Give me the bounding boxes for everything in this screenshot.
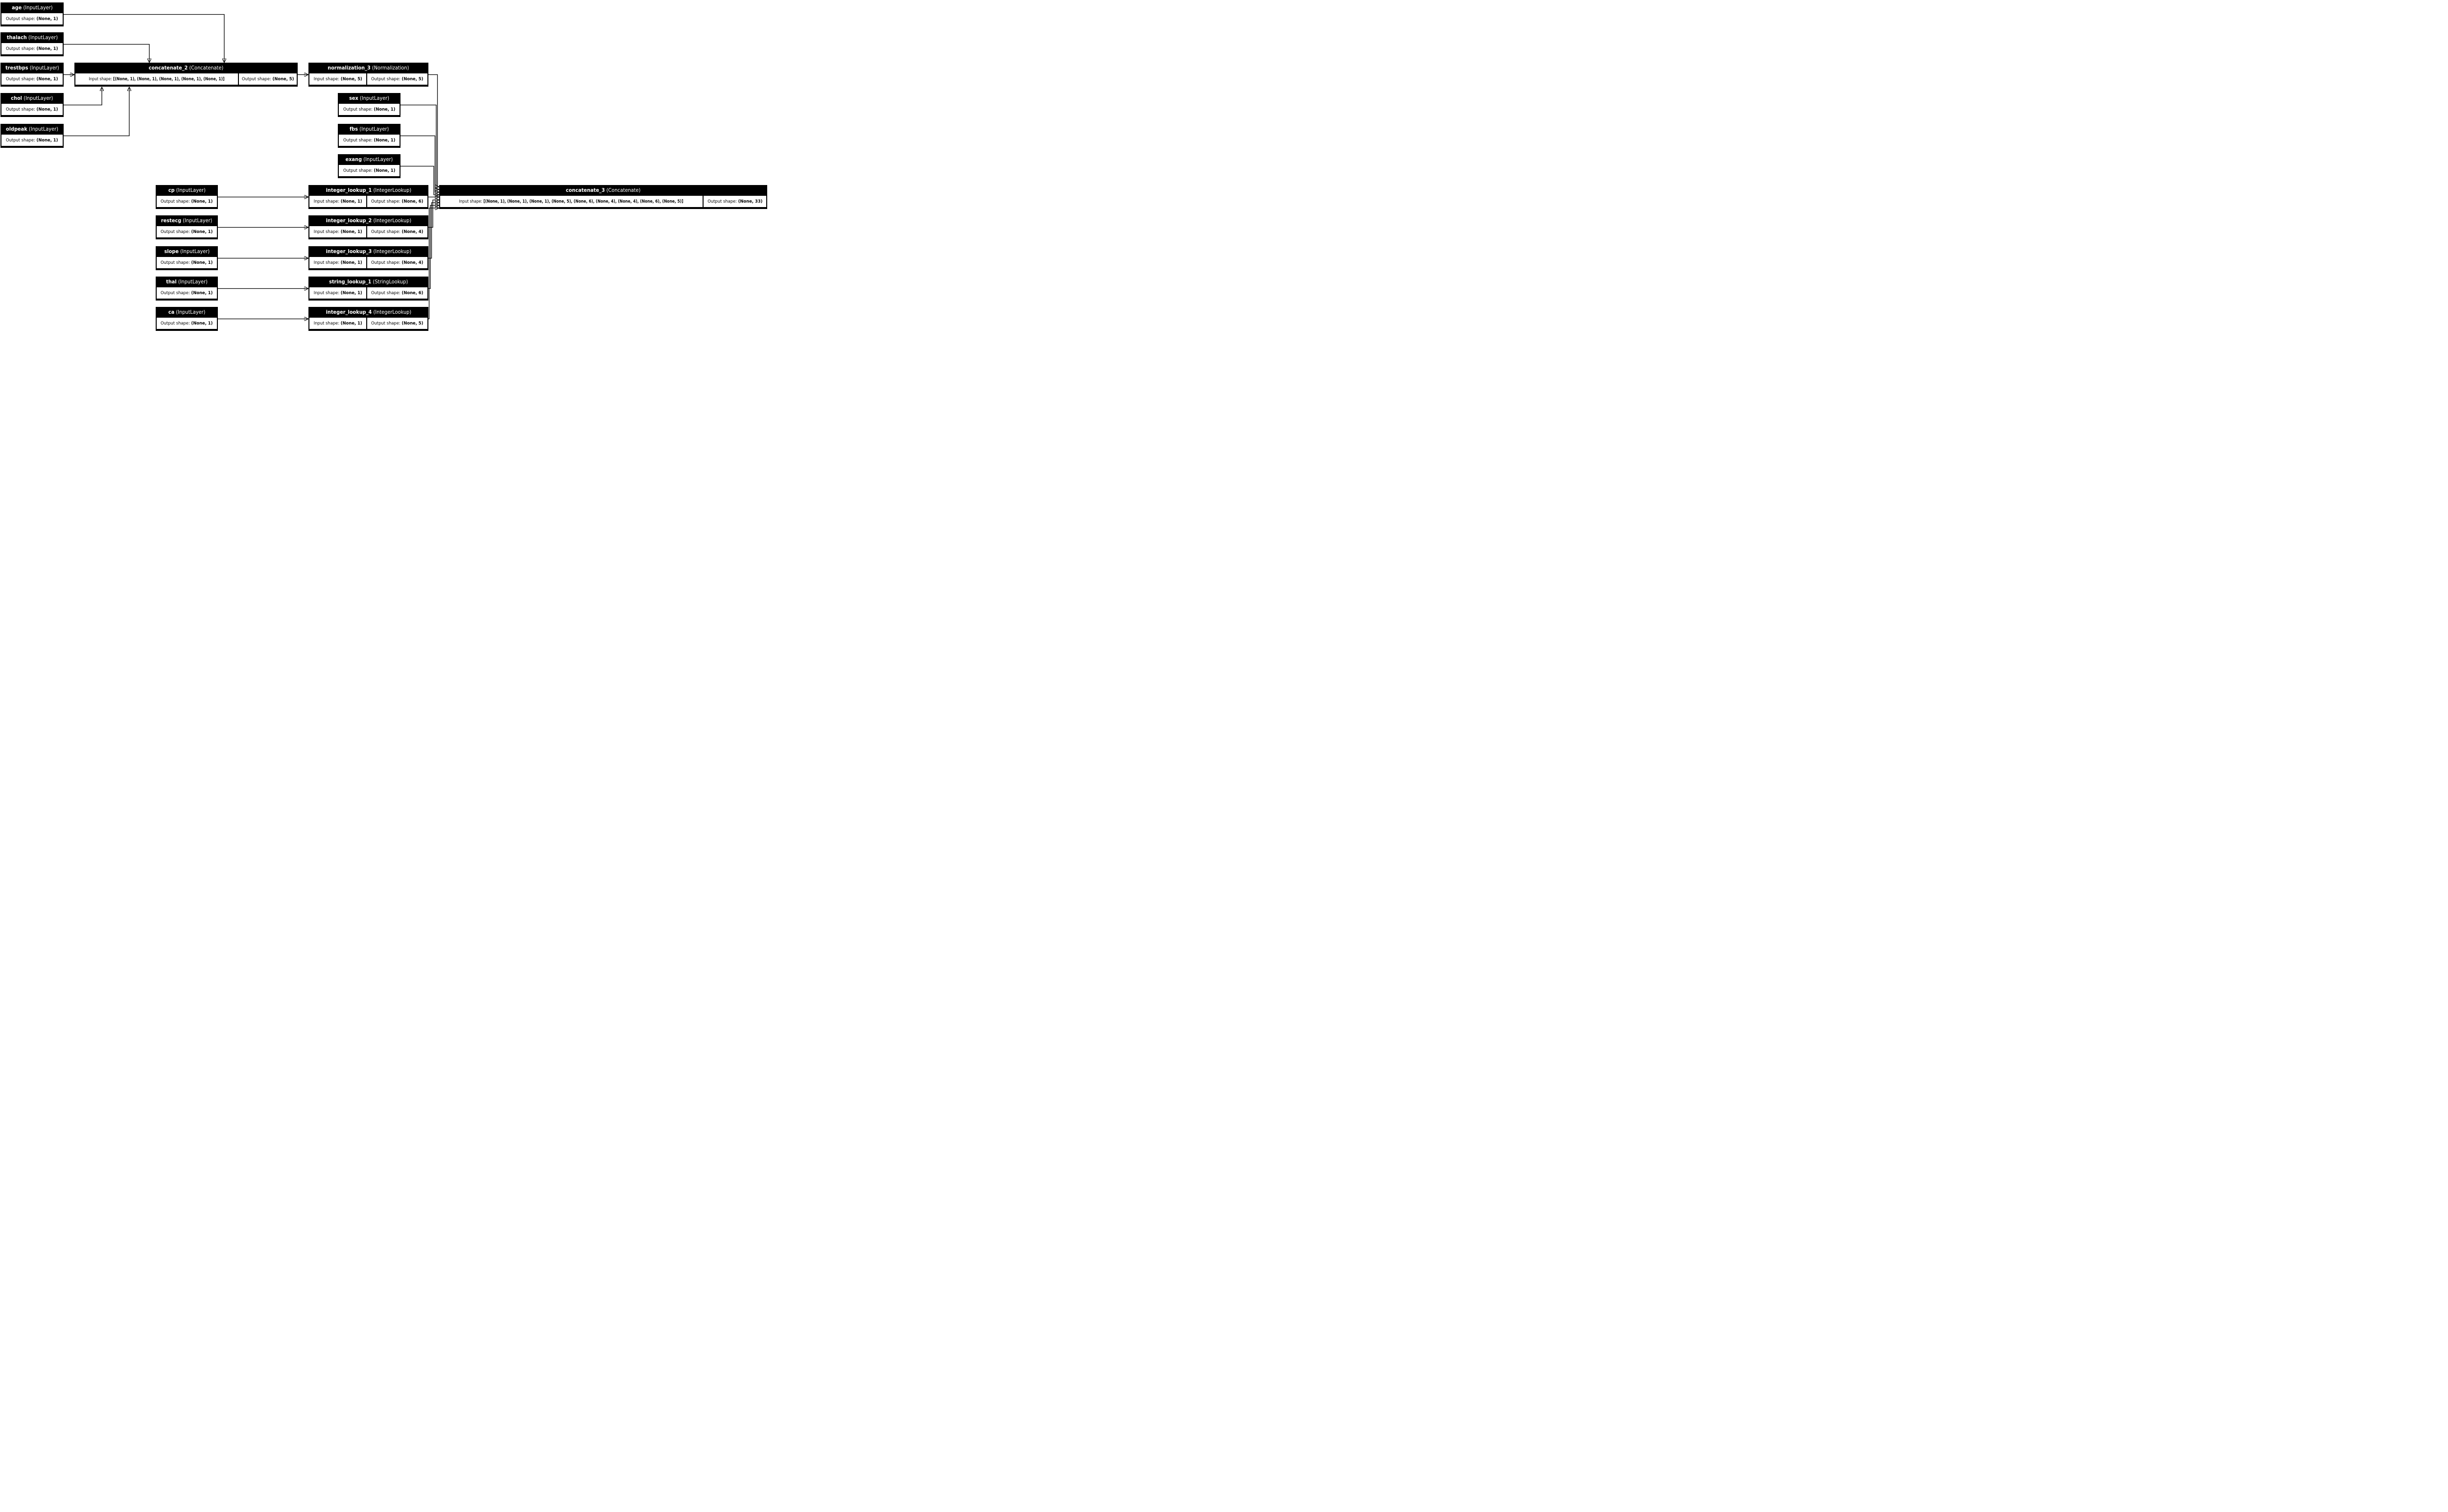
layer-node-chol: chol (InputLayer) Output shape: (None, 1… (0, 93, 64, 117)
layer-title: string_lookup_1 (StringLookup) (329, 279, 408, 285)
layer-node-normalization_3: normalization_3 (Normalization) Input sh… (308, 63, 428, 87)
layer-title: integer_lookup_3 (IntegerLookup) (326, 249, 411, 255)
layer-node-string_lookup_1: string_lookup_1 (StringLookup) Input sha… (308, 277, 428, 301)
output-shape-cell: Output shape: (None, 1) (157, 287, 217, 299)
layer-node-integer_lookup_2: integer_lookup_2 (IntegerLookup) Input s… (308, 215, 428, 239)
layer-title: oldpeak (InputLayer) (5, 126, 58, 132)
layer-node-oldpeak: oldpeak (InputLayer) Output shape: (None… (0, 124, 64, 148)
layer-node-fbs: fbs (InputLayer) Output shape: (None, 1) (338, 124, 400, 148)
output-shape-cell: Output shape: (None, 1) (157, 257, 217, 268)
layer-node-ca: ca (InputLayer) Output shape: (None, 1) (156, 307, 218, 331)
edge-sex-to-concatenate_3 (400, 104, 439, 190)
layer-title: concatenate_3 (Concatenate) (565, 187, 641, 193)
output-shape-cell: Output shape: (None, 4) (367, 257, 427, 268)
output-shape-cell: Output shape: (None, 6) (367, 287, 427, 299)
layer-node-concatenate_3: concatenate_3 (Concatenate) Input shape:… (439, 185, 767, 209)
output-shape-cell: Output shape: (None, 5) (367, 318, 427, 329)
output-shape-cell: Output shape: (None, 1) (157, 318, 217, 329)
layer-title: trestbps (InputLayer) (5, 65, 59, 71)
layer-title: integer_lookup_2 (IntegerLookup) (326, 218, 411, 224)
output-shape-cell: Output shape: (None, 6) (367, 196, 427, 207)
layer-node-exang: exang (InputLayer) Output shape: (None, … (338, 154, 400, 178)
edge-oldpeak-to-concatenate_2 (64, 88, 129, 137)
edge-integer_lookup_3-to-concatenate_3 (428, 203, 439, 259)
output-shape-cell: Output shape: (None, 4) (367, 226, 427, 237)
output-shape-cell: Output shape: (None, 5) (239, 73, 297, 85)
layer-node-integer_lookup_3: integer_lookup_3 (IntegerLookup) Input s… (308, 246, 428, 270)
input-shape-cell: Input shape: (None, 1) (309, 318, 366, 329)
edge-integer_lookup_2-to-concatenate_3 (428, 200, 439, 228)
edge-normalization_3-to-concatenate_3 (428, 74, 439, 187)
output-shape-cell: Output shape: (None, 1) (1, 13, 63, 24)
layer-title: cp (InputLayer) (168, 187, 206, 193)
layer-title: sex (InputLayer) (349, 95, 389, 101)
edge-chol-to-concatenate_2 (64, 88, 102, 106)
layer-title: fbs (InputLayer) (349, 126, 389, 132)
layer-node-thal: thal (InputLayer) Output shape: (None, 1… (156, 277, 218, 301)
output-shape-cell: Output shape: (None, 1) (157, 196, 217, 207)
layer-title: thalach (InputLayer) (6, 35, 58, 41)
layer-node-cp: cp (InputLayer) Output shape: (None, 1) (156, 185, 218, 209)
layer-title: integer_lookup_4 (IntegerLookup) (326, 309, 411, 315)
output-shape-cell: Output shape: (None, 1) (1, 43, 63, 54)
layer-title: age (InputLayer) (11, 5, 53, 11)
edges-layer (64, 14, 768, 333)
input-shape-cell: Input shape: (None, 1) (309, 257, 366, 268)
layer-title: chol (InputLayer) (11, 95, 53, 101)
edge-string_lookup_1-to-concatenate_3 (428, 206, 439, 289)
input-shape-cell: Input shape: (None, 5) (309, 73, 366, 85)
edge-thalach-to-concatenate_2 (64, 44, 149, 63)
edge-fbs-to-concatenate_3 (400, 135, 439, 192)
layer-title: concatenate_2 (Concatenate) (148, 65, 224, 71)
input-shape-cell: Input shape: (None, 1) (309, 226, 366, 237)
edge-exang-to-concatenate_3 (400, 165, 439, 195)
layer-node-concatenate_2: concatenate_2 (Concatenate) Input shape:… (74, 63, 298, 87)
output-shape-cell: Output shape: (None, 1) (1, 104, 63, 115)
output-shape-cell: Output shape: (None, 1) (339, 135, 400, 146)
layer-title: exang (InputLayer) (345, 157, 393, 163)
layer-title: slope (InputLayer) (164, 249, 210, 255)
input-shape-cell: Input shape: (None, 1) (309, 287, 366, 299)
layer-node-thalach: thalach (InputLayer) Output shape: (None… (0, 32, 64, 56)
input-shape-cell: Input shape: [(None, 1), (None, 1), (Non… (75, 73, 238, 85)
layer-node-age: age (InputLayer) Output shape: (None, 1) (0, 2, 64, 26)
layer-node-sex: sex (InputLayer) Output shape: (None, 1) (338, 93, 400, 117)
input-shape-cell: Input shape: (None, 1) (309, 196, 366, 207)
output-shape-cell: Output shape: (None, 1) (1, 135, 63, 146)
output-shape-cell: Output shape: (None, 1) (339, 104, 400, 115)
layer-title: integer_lookup_1 (IntegerLookup) (326, 187, 411, 193)
layer-title: thal (InputLayer) (166, 279, 208, 285)
layer-node-slope: slope (InputLayer) Output shape: (None, … (156, 246, 218, 270)
layer-node-integer_lookup_1: integer_lookup_1 (IntegerLookup) Input s… (308, 185, 428, 209)
layer-title: ca (InputLayer) (168, 309, 206, 315)
layer-node-restecg: restecg (InputLayer) Output shape: (None… (156, 215, 218, 239)
edge-integer_lookup_4-to-concatenate_3 (428, 208, 439, 320)
output-shape-cell: Output shape: (None, 1) (339, 165, 400, 176)
layer-node-trestbps: trestbps (InputLayer) Output shape: (Non… (0, 63, 64, 87)
output-shape-cell: Output shape: (None, 1) (1, 73, 63, 85)
model-diagram: age (InputLayer) Output shape: (None, 1)… (0, 0, 768, 333)
layer-title: normalization_3 (Normalization) (328, 65, 409, 71)
output-shape-cell: Output shape: (None, 5) (367, 73, 427, 85)
layer-node-integer_lookup_4: integer_lookup_4 (IntegerLookup) Input s… (308, 307, 428, 331)
input-shape-cell: Input shape: [(None, 1), (None, 1), (Non… (440, 196, 703, 207)
layer-title: restecg (InputLayer) (161, 218, 212, 224)
output-shape-cell: Output shape: (None, 33) (704, 196, 766, 207)
output-shape-cell: Output shape: (None, 1) (157, 226, 217, 237)
edge-age-to-concatenate_2 (64, 14, 224, 63)
